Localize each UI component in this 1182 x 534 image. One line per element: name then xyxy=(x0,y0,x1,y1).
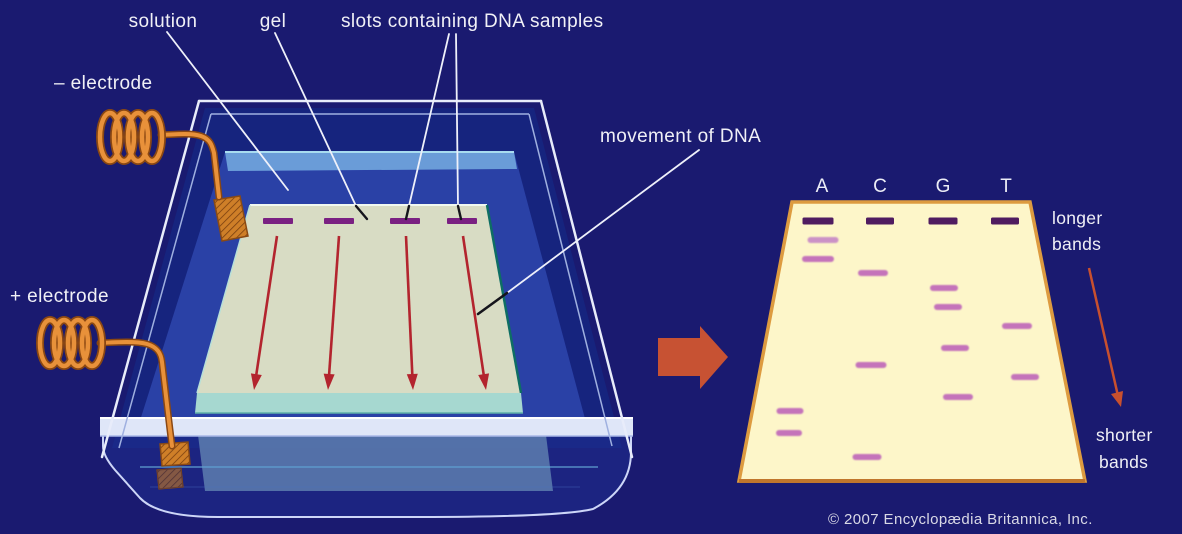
gel-right-edge xyxy=(485,204,523,394)
right-rim-inner xyxy=(528,113,613,447)
positive-electrode-label: + electrode xyxy=(10,286,109,307)
size-gradient-arrowhead xyxy=(1111,391,1123,407)
lane-letter-G: G xyxy=(936,176,951,197)
shorter-bands-label-line2: bands xyxy=(1099,452,1148,472)
lane-letter-C: C xyxy=(873,176,887,197)
solution-surface-highlight xyxy=(225,152,517,171)
dna-band xyxy=(852,454,882,460)
slots-leader-tip-1 xyxy=(404,204,411,221)
longer-bands-label-line2: bands xyxy=(1052,234,1101,254)
slots-leader-line-2 xyxy=(455,33,459,207)
solution-label: solution xyxy=(129,11,198,32)
sample-slots xyxy=(263,218,477,224)
dna-band xyxy=(807,237,839,243)
dna-band xyxy=(776,430,802,436)
slots-leader-line-1 xyxy=(408,33,450,207)
migration-arrow-shaft xyxy=(404,235,414,379)
dna-band xyxy=(1011,374,1039,380)
sample-slot xyxy=(263,218,293,224)
dna-band xyxy=(934,304,962,310)
movement-leader-tip xyxy=(476,291,509,316)
migration-arrow-shaft xyxy=(254,235,279,379)
migration-arrow-shaft xyxy=(461,235,486,379)
tank-front-wall xyxy=(102,434,632,518)
gel-slab xyxy=(197,205,521,393)
movement-leader-line xyxy=(506,149,700,294)
positive-wire xyxy=(98,340,174,448)
positive-electrode-coil xyxy=(36,316,106,370)
left-rim-inner xyxy=(118,113,212,449)
negative-electrode-label: – electrode xyxy=(54,73,152,94)
slots-label: slots containing DNA samples xyxy=(341,11,604,32)
migration-arrowhead xyxy=(478,373,490,390)
dna-band xyxy=(930,285,958,291)
movement-of-dna-label: movement of DNA xyxy=(600,126,761,147)
lane-letter-A: A xyxy=(816,176,829,197)
sample-slot xyxy=(447,218,477,224)
sample-slot xyxy=(324,218,354,224)
gel-leader-line xyxy=(274,32,357,207)
positive-electrode-plate xyxy=(159,441,191,467)
left-rim-outer xyxy=(100,99,201,459)
dna-band xyxy=(776,408,804,414)
dna-band xyxy=(1002,323,1032,329)
result-gel-sheet xyxy=(736,200,1088,483)
right-rim-outer xyxy=(539,99,634,459)
lane-well xyxy=(928,217,958,225)
slots-leader-tip-2 xyxy=(456,204,463,221)
gel-leader-tip xyxy=(354,204,369,221)
longer-bands-label-line1: longer xyxy=(1052,208,1102,228)
negative-electrode-plate xyxy=(213,195,249,242)
migration-arrowhead xyxy=(323,373,335,390)
negative-electrode-coil xyxy=(96,109,166,165)
dna-band xyxy=(941,345,969,351)
dna-band xyxy=(943,394,973,400)
gel-front-face xyxy=(195,393,523,413)
leader-lines xyxy=(166,31,700,316)
dna-band xyxy=(855,362,887,368)
shorter-bands-label-line1: shorter xyxy=(1096,425,1153,445)
transition-arrow-icon xyxy=(658,326,728,389)
size-gradient-arrow-shaft xyxy=(1087,267,1120,397)
lane-well xyxy=(802,217,834,225)
lane-well xyxy=(991,217,1019,225)
plate-water-tint xyxy=(157,468,183,489)
positive-electrode-plate-lower xyxy=(156,467,184,490)
dna-band xyxy=(802,256,834,262)
migration-arrows xyxy=(250,235,490,390)
gel-label: gel xyxy=(260,11,287,32)
electrophoresis-tank xyxy=(36,99,634,518)
sample-slot xyxy=(390,218,420,224)
migration-arrowhead xyxy=(406,373,418,390)
copyright-text: © 2007 Encyclopædia Britannica, Inc. xyxy=(828,511,1093,528)
lane-letter-T: T xyxy=(1000,176,1012,197)
lane-well xyxy=(866,217,894,225)
negative-wire xyxy=(159,132,221,199)
solution-leader-line xyxy=(166,31,289,191)
migration-arrowhead xyxy=(250,373,262,390)
dna-band xyxy=(858,270,888,276)
front-rim-band xyxy=(100,418,633,436)
migration-arrow-shaft xyxy=(327,235,341,379)
